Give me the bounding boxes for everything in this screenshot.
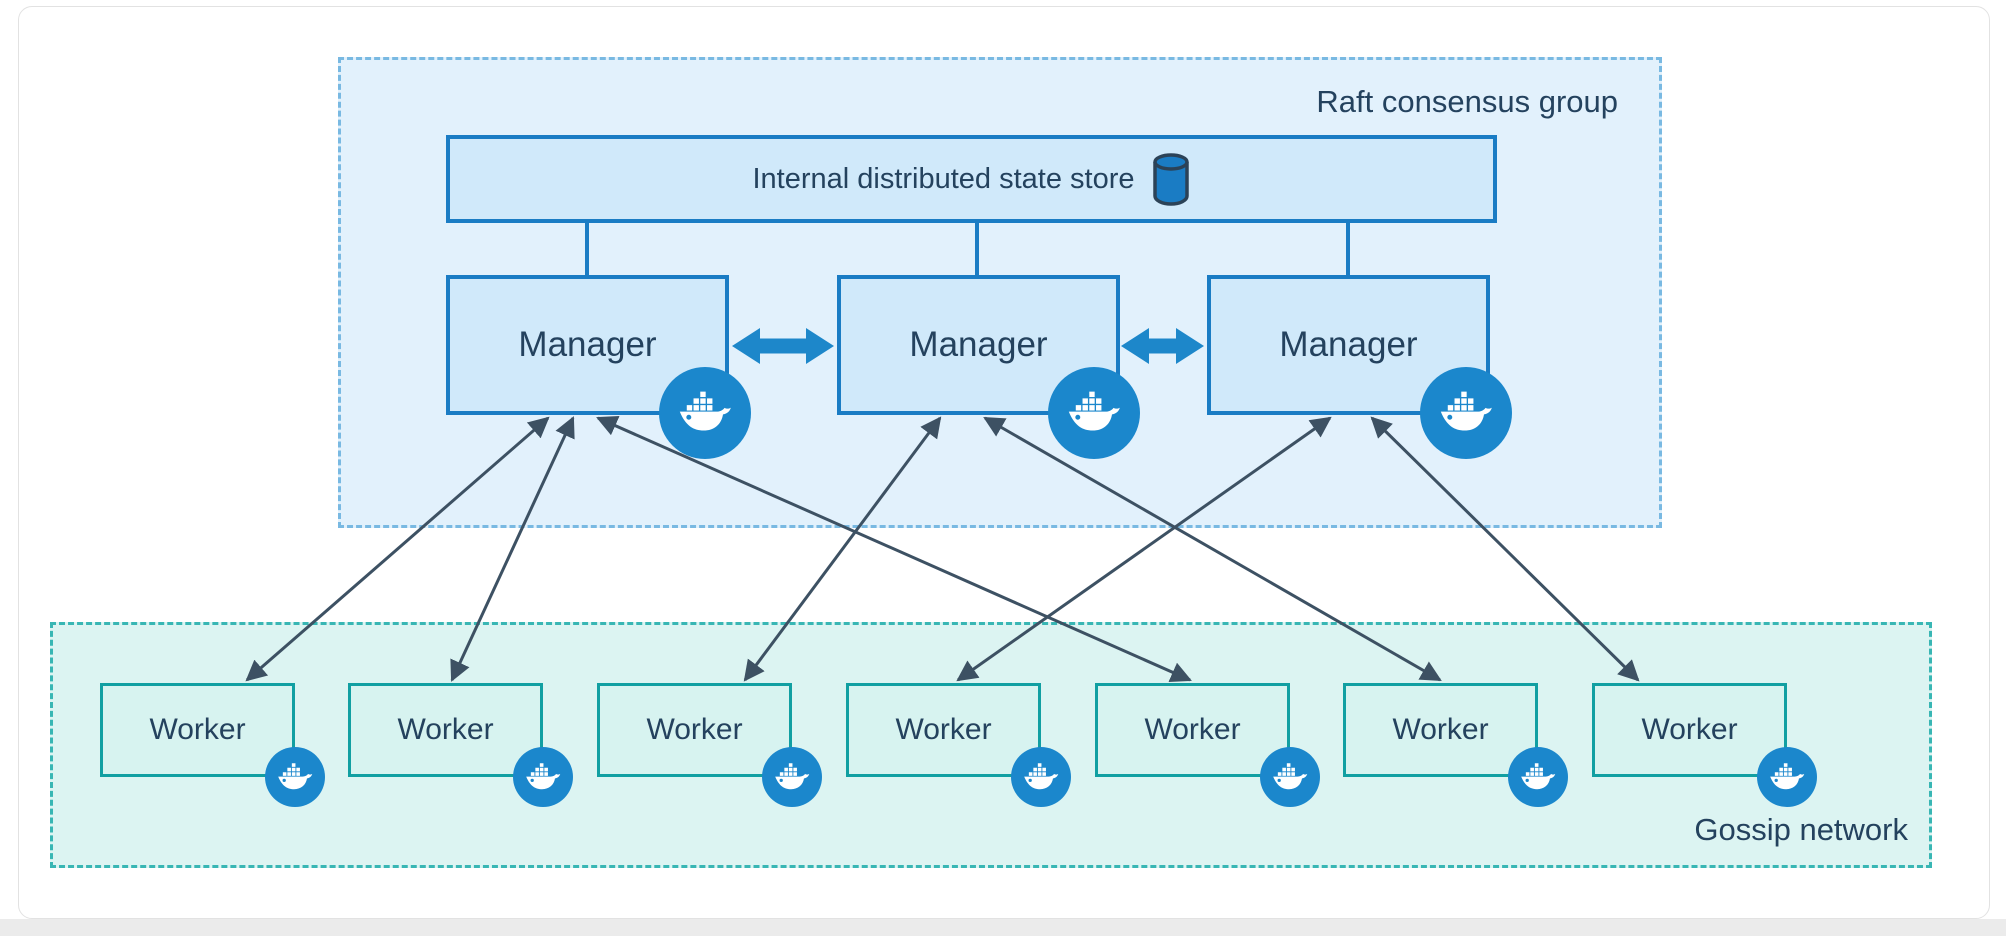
store-manager1-connector [585,221,589,277]
worker-6-label: Worker [1392,713,1489,746]
gossip-network-label: Gossip network [1694,812,1908,847]
docker-whale-icon [1508,747,1568,807]
docker-whale-icon [659,367,751,459]
worker-1-label: Worker [149,713,246,746]
state-store-box: Internal distributed state store [446,135,1497,223]
worker-5-label: Worker [1144,713,1241,746]
state-store-label: Internal distributed state store [752,162,1135,195]
worker-7-box: Worker [1592,683,1787,777]
docker-whale-icon [1757,747,1817,807]
manager-1-label: Manager [518,325,657,364]
manager-3-label: Manager [1279,325,1418,364]
docker-whale-icon [1011,747,1071,807]
worker-6-box: Worker [1343,683,1538,777]
worker-2-label: Worker [397,713,494,746]
worker-3-box: Worker [597,683,792,777]
worker-1-box: Worker [100,683,295,777]
docker-whale-icon [1260,747,1320,807]
worker-3-label: Worker [646,713,743,746]
worker-4-label: Worker [895,713,992,746]
worker-7-label: Worker [1641,713,1738,746]
worker-5-box: Worker [1095,683,1290,777]
docker-whale-icon [1420,367,1512,459]
docker-whale-icon [762,747,822,807]
database-cylinder-icon [1152,153,1189,206]
store-manager2-connector [975,221,979,277]
worker-2-box: Worker [348,683,543,777]
manager-2-label: Manager [909,325,1048,364]
store-manager3-connector [1346,221,1350,277]
docker-whale-icon [1048,367,1140,459]
raft-consensus-group-label: Raft consensus group [1316,84,1618,119]
docker-whale-icon [513,747,573,807]
docker-whale-icon [265,747,325,807]
manager-1-box: Manager [446,275,729,415]
page-bottom-strip [0,919,2006,936]
worker-4-box: Worker [846,683,1041,777]
